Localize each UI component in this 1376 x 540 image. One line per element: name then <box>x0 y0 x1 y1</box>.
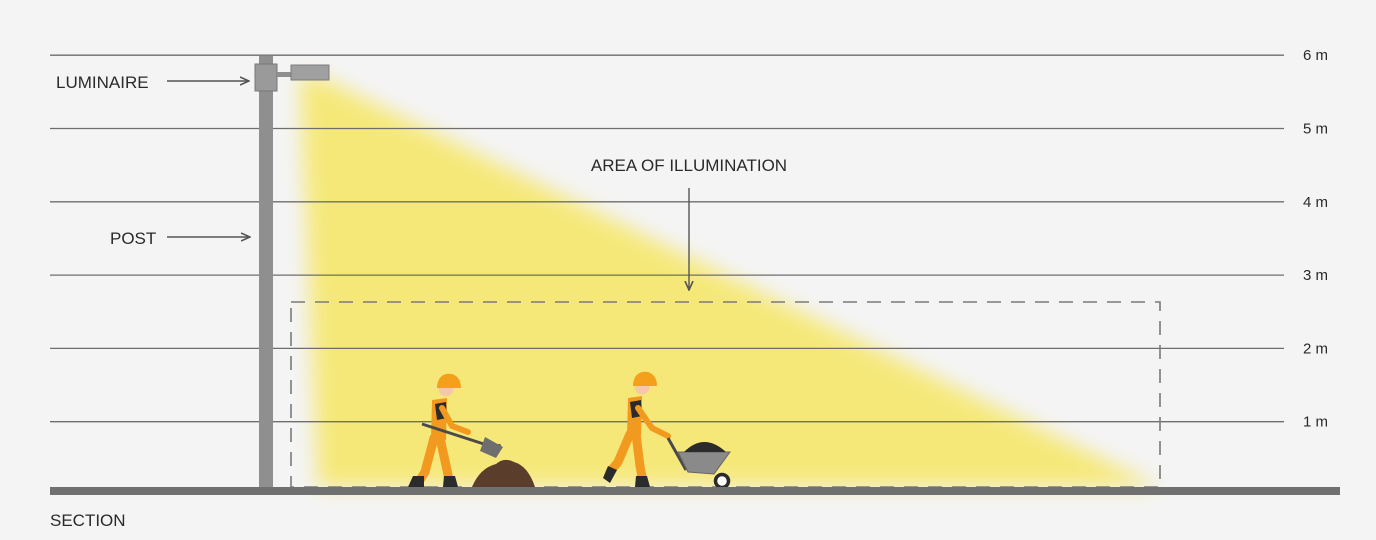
worker-wheelbarrow-icon <box>603 371 731 490</box>
ground-line <box>50 487 1340 495</box>
post-label: POST <box>110 229 156 248</box>
height-label-4m: 4 m <box>1303 194 1328 211</box>
height-label-2m: 2 m <box>1303 340 1328 357</box>
area-of-illumination-label: AREA OF ILLUMINATION <box>591 156 787 175</box>
luminaire-lamp <box>290 64 330 81</box>
helmet <box>633 371 657 386</box>
luminaire-head <box>254 63 278 92</box>
luminaire-arm <box>277 72 293 77</box>
height-gridlines: 6 m 5 m 4 m 3 m 2 m 1 m <box>50 47 1328 431</box>
luminaire-label: LUMINAIRE <box>56 73 149 92</box>
height-label-3m: 3 m <box>1303 267 1328 284</box>
helmet <box>437 373 461 388</box>
worker-shoveling-icon <box>408 373 535 487</box>
soil-pile <box>472 459 535 487</box>
height-label-5m: 5 m <box>1303 121 1328 138</box>
light-cone <box>300 76 1160 487</box>
post <box>259 56 273 488</box>
height-label-6m: 6 m <box>1303 47 1328 64</box>
street-light-icon <box>254 56 330 488</box>
height-label-1m: 1 m <box>1303 414 1328 431</box>
section-label: SECTION <box>50 511 126 530</box>
